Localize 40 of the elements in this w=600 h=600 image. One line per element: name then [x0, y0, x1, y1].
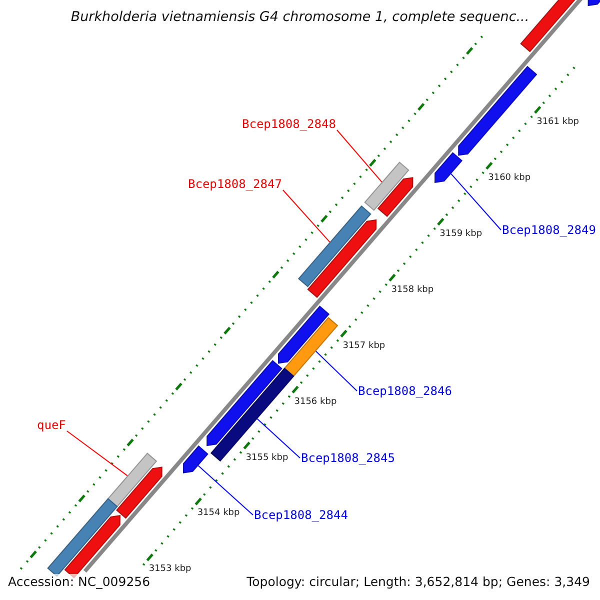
tick-label: 3157 kbp	[342, 340, 386, 352]
gene-feature	[458, 66, 538, 156]
tick-label: 3158 kbp	[391, 284, 434, 296]
gene-feature	[377, 177, 414, 218]
gene-feature	[107, 452, 158, 508]
gene-feature	[183, 445, 208, 474]
gene-feature	[588, 0, 600, 6]
gene-label: Bcep1808_2844	[254, 508, 348, 522]
tick-label: 3160 kbp	[488, 172, 531, 184]
gene-feature	[364, 162, 410, 211]
gene-feature	[434, 152, 463, 184]
gene-feature	[206, 360, 282, 446]
leader-line	[315, 350, 358, 392]
summary-label: Topology: circular; Length: 3,652,814 bp; Genes: 3,349	[246, 574, 590, 590]
diagram-title: Burkholderia vietnamiensis G4 chromosome 1, complete sequenc...	[70, 8, 530, 26]
gene-label: Bcep1808_2847	[188, 177, 282, 191]
accession-label: Accession: NC_009256	[8, 574, 150, 590]
gene-label: Bcep1808_2846	[358, 384, 452, 398]
gene-feature	[278, 306, 330, 364]
gene-feature	[116, 466, 162, 519]
leader-line	[66, 430, 128, 476]
gene-label: Bcep1808_2845	[301, 451, 395, 465]
tick-label: 3159 kbp	[440, 228, 482, 240]
gene-label: Bcep1808_2849	[502, 223, 596, 237]
tick-label: 3155 kbp	[246, 452, 288, 464]
leader-line	[282, 190, 330, 243]
tick-label: 3154 kbp	[197, 508, 240, 520]
gene-label: Bcep1808_2848	[242, 117, 336, 131]
leader-line	[336, 130, 382, 182]
gene-feature	[307, 219, 377, 298]
gene-feature	[298, 205, 372, 288]
tick-label: 3161 kbp	[536, 116, 579, 128]
tick-label: 3153 kbp	[148, 564, 192, 576]
leader-line	[198, 465, 254, 516]
gene-feature	[47, 498, 118, 577]
leader-line	[450, 173, 502, 230]
gene-feature	[284, 317, 338, 377]
gene-label: queF	[37, 418, 66, 432]
tick-label: 3156 kbp	[294, 396, 337, 408]
gene-feature	[210, 368, 294, 462]
